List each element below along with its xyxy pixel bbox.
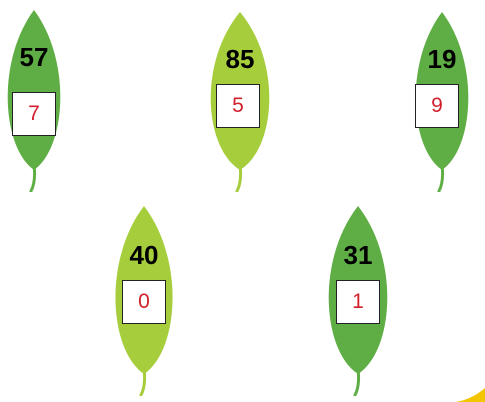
leaf-number: 40	[129, 240, 159, 270]
leaf-number: 85	[225, 44, 255, 74]
leaf-stem	[29, 162, 37, 192]
answer-box[interactable]: 1	[336, 280, 380, 324]
leaf-card: 57 7	[0, 10, 68, 192]
leaf-number: 57	[19, 42, 49, 72]
answer-box[interactable]: 7	[12, 92, 56, 136]
leaf-blade	[7, 10, 61, 170]
answer-box[interactable]: 9	[415, 84, 459, 128]
leaf-card: 19 9	[408, 12, 476, 192]
corner-swoosh-decoration	[455, 388, 485, 402]
leaf-card: 31 1	[320, 206, 396, 396]
leaf-card: 85 5	[202, 12, 278, 192]
answer-box[interactable]: 5	[216, 84, 260, 128]
leaf-stem	[353, 366, 361, 396]
leaf-card: 40 0	[107, 206, 181, 396]
leaf-stem	[437, 162, 445, 192]
leaf-stem	[235, 162, 243, 192]
leaf-number: 19	[427, 44, 457, 74]
leaf-number: 31	[343, 240, 373, 270]
answer-box[interactable]: 0	[122, 280, 166, 324]
leaf-stem	[139, 366, 147, 396]
